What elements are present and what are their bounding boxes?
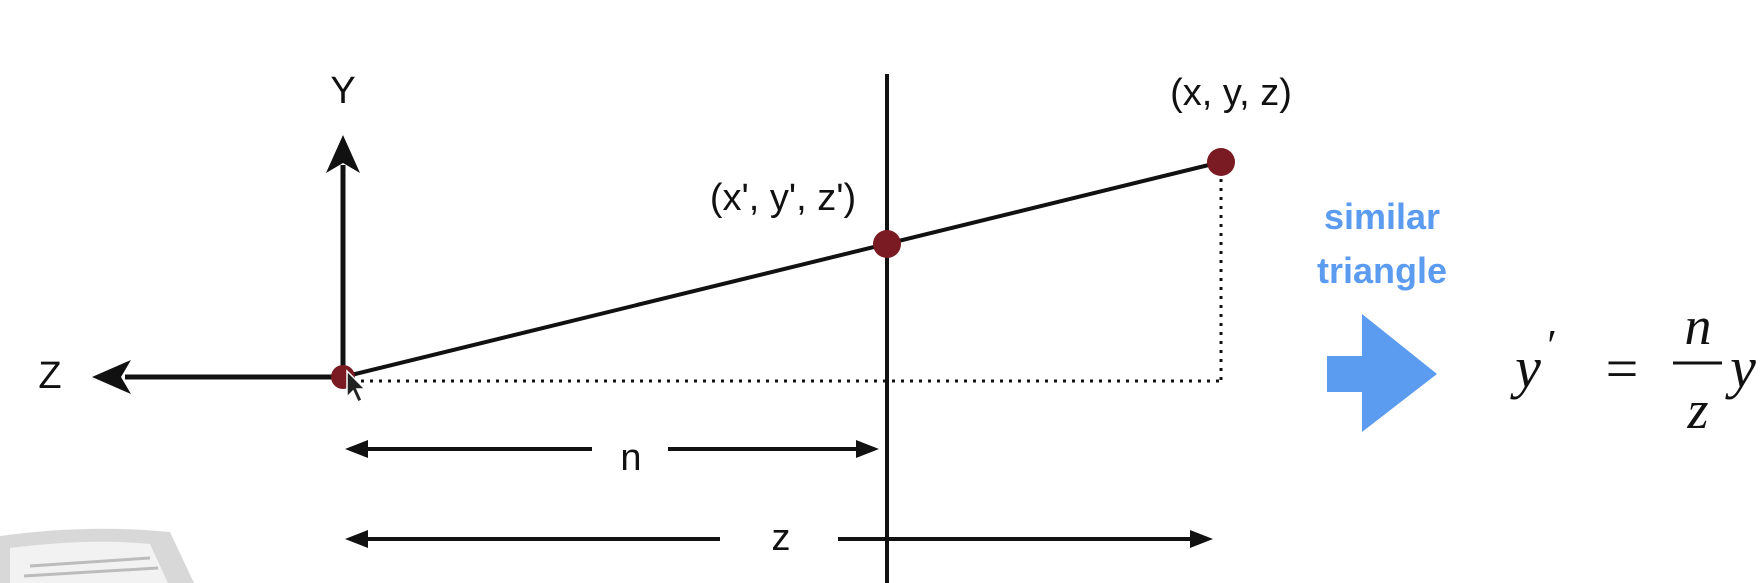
hint-line-2: triangle (1317, 250, 1447, 291)
video-overlay-fragment (0, 528, 194, 583)
y-axis-label: Y (330, 70, 355, 112)
projection-ray (342, 160, 1222, 379)
n-distance-label: n (620, 437, 641, 479)
far-point-label: (x, y, z) (1170, 72, 1292, 114)
formula: y ′ = n z y (1510, 296, 1756, 440)
z-distance-label: z (772, 517, 791, 559)
hint-line-1: similar (1324, 196, 1440, 237)
formula-rhs: y (1725, 335, 1756, 400)
near-point (873, 230, 901, 258)
mouse-cursor-icon (346, 369, 367, 404)
formula-equals: = (1606, 336, 1639, 401)
z-axis-label: Z (38, 355, 61, 397)
formula-denominator: z (1686, 380, 1708, 440)
formula-numerator: n (1685, 296, 1712, 356)
right-arrow-icon (1327, 314, 1437, 432)
y-axis-arrow (326, 135, 360, 376)
z-axis-arrow (92, 360, 343, 394)
n-distance-arrow (345, 440, 879, 458)
formula-lhs: y (1510, 335, 1541, 400)
z-distance-arrow (345, 530, 1213, 548)
far-point (1207, 148, 1235, 176)
formula-prime: ′ (1547, 321, 1557, 370)
near-point-label: (x', y', z') (710, 177, 856, 219)
